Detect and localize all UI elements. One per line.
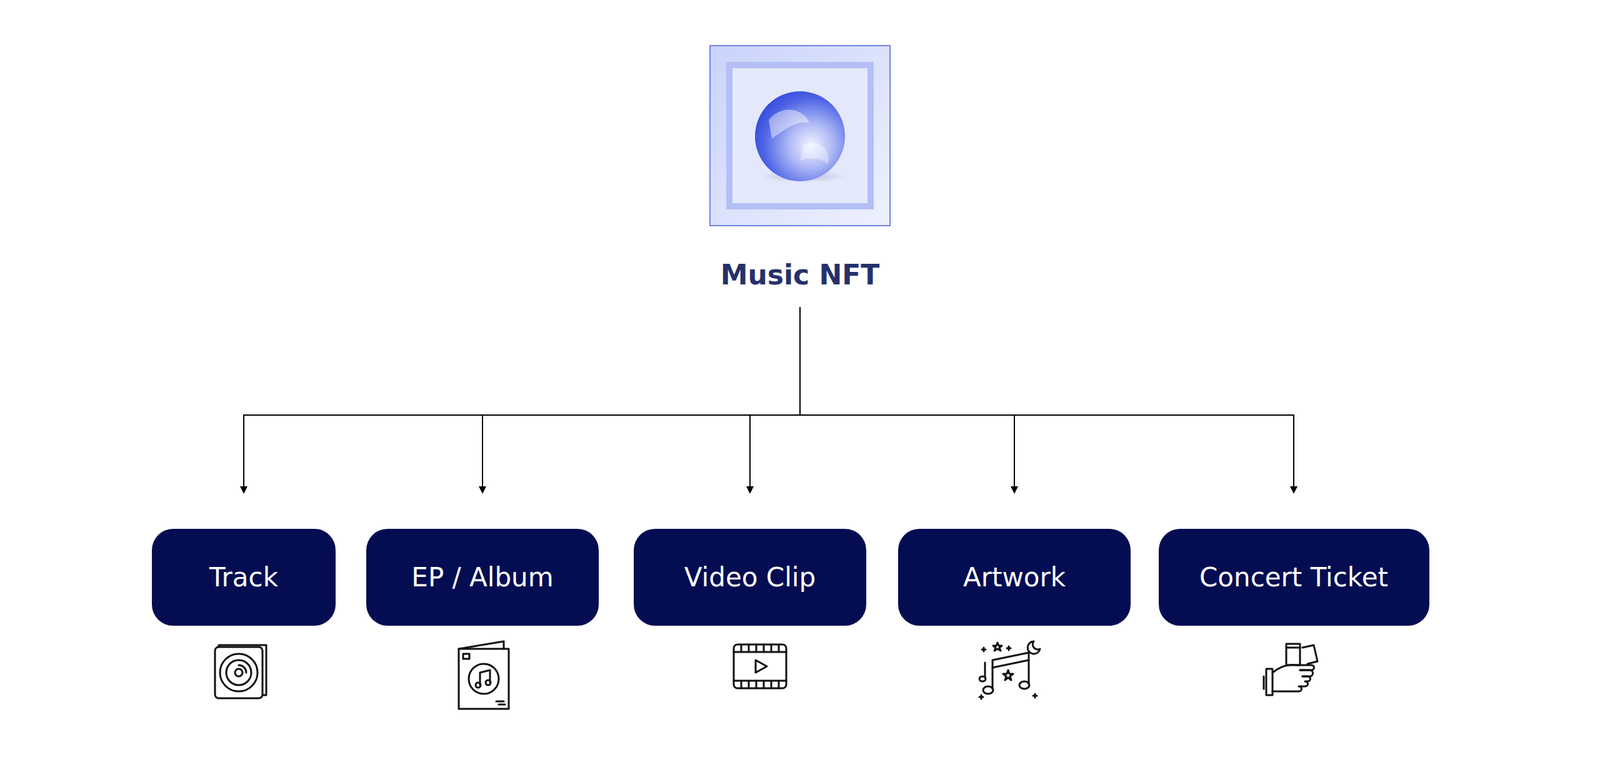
ticket-hand-icon <box>1263 643 1318 695</box>
tree-connector <box>800 306 1294 493</box>
box-label: Video Clip <box>684 561 816 593</box>
music-notes-icon <box>979 641 1040 699</box>
category-box: Track <box>151 528 336 626</box>
node-heading: Music NFT <box>720 258 880 291</box>
category-box: Video Clip <box>633 528 867 626</box>
box-label: Track <box>209 561 279 593</box>
album-icon <box>458 641 509 709</box>
nft-image-node: Music NFT <box>709 45 891 291</box>
tree-connector <box>750 306 800 493</box>
category-box: Artwork <box>898 528 1131 626</box>
nft-artwork <box>709 45 891 227</box>
tree-connector <box>482 306 800 493</box>
tree-connector <box>800 306 1015 493</box>
category-box: Concert Ticket <box>1158 528 1430 626</box>
box-label: EP / Album <box>411 561 554 593</box>
category-box: EP / Album <box>366 528 599 626</box>
video-icon <box>733 644 787 689</box>
tree-connector <box>243 306 800 493</box>
box-label: Concert Ticket <box>1199 561 1389 593</box>
box-label: Artwork <box>963 561 1066 593</box>
nft-image <box>709 45 891 227</box>
vinyl-icon <box>215 645 267 699</box>
